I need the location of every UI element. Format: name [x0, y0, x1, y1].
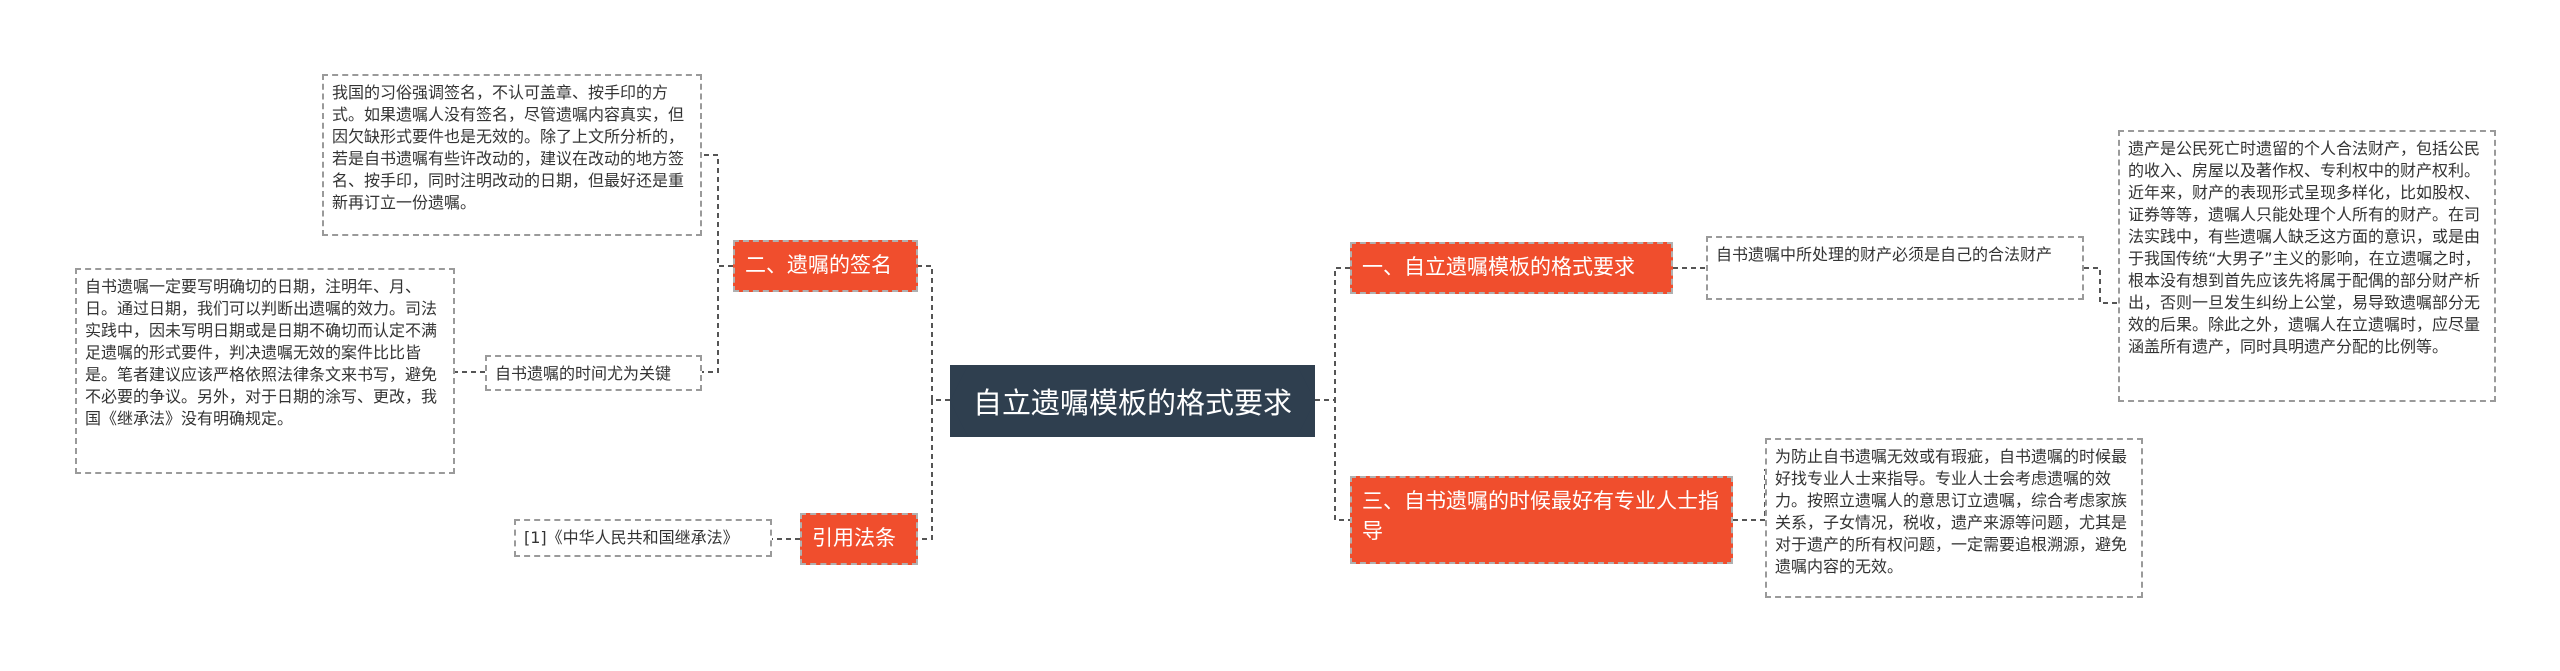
branch-professional-guidance[interactable]: 三、自书遗嘱的时候最好有专业人士指导 [1350, 476, 1733, 564]
leaf-legal-property[interactable]: 自书遗嘱中所处理的财产必须是自己的合法财产 [1706, 236, 2084, 300]
branch-format-requirements[interactable]: 一、自立遗嘱模板的格式要求 [1350, 242, 1673, 294]
branch-format-requirements-label: 一、自立遗嘱模板的格式要求 [1362, 255, 1635, 279]
branch-cited-law-label: 引用法条 [812, 526, 896, 550]
leaf-professional-advice[interactable]: 为防止自书遗嘱无效或有瑕疵，自书遗嘱的时候最好找专业人士来指导。专业人士会考虑遗… [1765, 438, 2143, 598]
branch-professional-guidance-label: 三、自书遗嘱的时候最好有专业人士指导 [1362, 489, 1719, 543]
connector-central-b3 [1315, 399, 1350, 521]
connector-b2-top [702, 154, 733, 267]
connector-b1mid-right [2084, 267, 2118, 304]
branch-will-signature[interactable]: 二、遗嘱的签名 [733, 240, 918, 292]
leaf-time-is-key-text: 自书遗嘱的时间尤为关键 [495, 364, 672, 383]
central-topic-label: 自立遗嘱模板的格式要求 [972, 386, 1292, 420]
leaf-estate-definition-text: 遗产是公民死亡时遗留的个人合法财产，包括公民的收入、房屋以及著作权、专利权中的财… [2128, 139, 2481, 356]
leaf-inheritance-law-text: [1]《中华人民共和国继承法》 [524, 528, 739, 547]
leaf-time-is-key[interactable]: 自书遗嘱的时间尤为关键 [485, 355, 702, 391]
leaf-signature-custom[interactable]: 我国的习俗强调签名，不认可盖章、按手印的方式。如果遗嘱人没有签名，尽管遗嘱内容真… [322, 74, 702, 236]
central-topic-shape [950, 365, 1315, 437]
leaf-legal-property-text: 自书遗嘱中所处理的财产必须是自己的合法财产 [1716, 245, 2053, 264]
leaf-date-requirement-text: 自书遗嘱一定要写明确切的日期，注明年、月、日。通过日期，我们可以判断出遗嘱的效力… [85, 277, 438, 428]
leaf-estate-definition[interactable]: 遗产是公民死亡时遗留的个人合法财产，包括公民的收入、房屋以及著作权、专利权中的财… [2118, 130, 2496, 402]
central-topic[interactable]: 自立遗嘱模板的格式要求 [950, 365, 1315, 437]
connector-central-b4 [918, 399, 950, 540]
leaf-inheritance-law[interactable]: [1]《中华人民共和国继承法》 [514, 519, 772, 557]
connector-central-b2 [918, 265, 950, 401]
connector-central-b1 [1315, 267, 1350, 401]
connector-b2-mid [702, 265, 733, 373]
leaf-professional-advice-text: 为防止自书遗嘱无效或有瑕疵，自书遗嘱的时候最好找专业人士来指导。专业人士会考虑遗… [1775, 447, 2128, 576]
branch-cited-law[interactable]: 引用法条 [800, 513, 918, 565]
leaf-date-requirement[interactable]: 自书遗嘱一定要写明确切的日期，注明年、月、日。通过日期，我们可以判断出遗嘱的效力… [75, 268, 455, 474]
branch-will-signature-label: 二、遗嘱的签名 [745, 253, 892, 277]
leaf-signature-custom-text: 我国的习俗强调签名，不认可盖章、按手印的方式。如果遗嘱人没有签名，尽管遗嘱内容真… [332, 83, 685, 212]
